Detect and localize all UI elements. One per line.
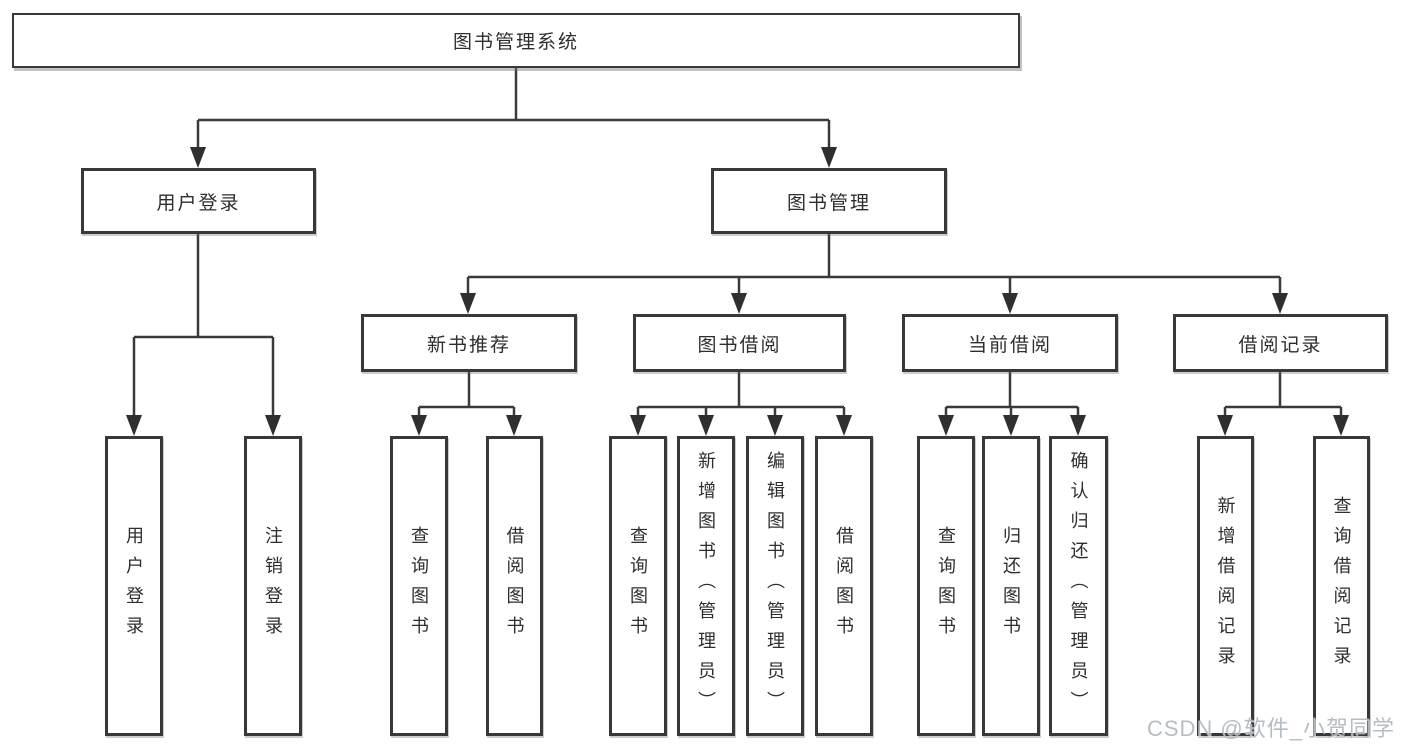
leaf-user-login: 用户登录 [105,436,163,736]
node-label: 新书推荐 [426,334,511,356]
node-book-management: 图书管理 [711,168,947,234]
leaf-borrow-books: 借阅图书 [815,436,873,736]
connector-management-to-level3 [460,234,1288,314]
node-new-book-recommend: 新书推荐 [361,314,577,372]
leaf-edit-book-admin: 编辑图书（管理员） [746,436,804,736]
connector-current-to-leaves [938,372,1086,436]
node-label: 用户登录 [156,192,241,214]
node-label: 借阅记录 [1238,334,1323,356]
leaf-borrow-books-recommend: 借阅图书 [486,436,543,736]
node-label: 新增图书（管理员） [696,451,716,721]
node-label: 编辑图书（管理员） [765,451,785,721]
connector-root-to-level2 [190,68,837,168]
node-label: 归还图书 [1001,526,1021,646]
leaf-query-books-recommend: 查询图书 [390,436,448,736]
node-label: 图书借阅 [697,334,782,356]
node-label: 查询借阅记录 [1331,496,1352,676]
leaf-add-book-admin: 新增图书（管理员） [677,436,735,736]
node-label: 查询图书 [628,526,648,646]
node-label: 用户登录 [124,526,144,646]
node-label: 确认归还（管理员） [1068,451,1089,721]
leaf-query-books-current: 查询图书 [917,436,975,736]
node-user-login: 用户登录 [81,168,316,234]
leaf-add-borrow-record: 新增借阅记录 [1197,436,1254,736]
watermark: CSDN @软件_小贺同学 [1146,716,1395,741]
connector-recommend-to-leaves [411,372,522,436]
node-label: 图书管理 [786,192,871,214]
connector-borrow-to-leaves [630,372,852,436]
node-label: 当前借阅 [967,334,1052,356]
leaf-logout: 注销登录 [244,436,302,736]
connector-login-to-leaves [126,234,281,436]
node-label: 查询图书 [936,526,956,646]
leaf-query-books-borrow: 查询图书 [609,436,667,736]
leaf-query-borrow-record: 查询借阅记录 [1313,436,1370,736]
node-label: 借阅图书 [834,526,854,646]
connector-records-to-leaves [1217,372,1349,436]
node-label: 图书管理系统 [452,32,579,53]
node-label: 借阅图书 [504,526,525,646]
node-borrow-records: 借阅记录 [1173,314,1388,372]
leaf-return-book: 归还图书 [982,436,1040,736]
node-root-system: 图书管理系统 [12,13,1020,68]
node-label: 查询图书 [409,526,429,646]
node-book-borrow: 图书借阅 [633,314,846,372]
node-label: 注销登录 [263,526,283,646]
leaf-confirm-return-admin: 确认归还（管理员） [1049,436,1108,736]
node-current-borrow: 当前借阅 [902,314,1118,372]
node-label: 新增借阅记录 [1215,496,1236,676]
